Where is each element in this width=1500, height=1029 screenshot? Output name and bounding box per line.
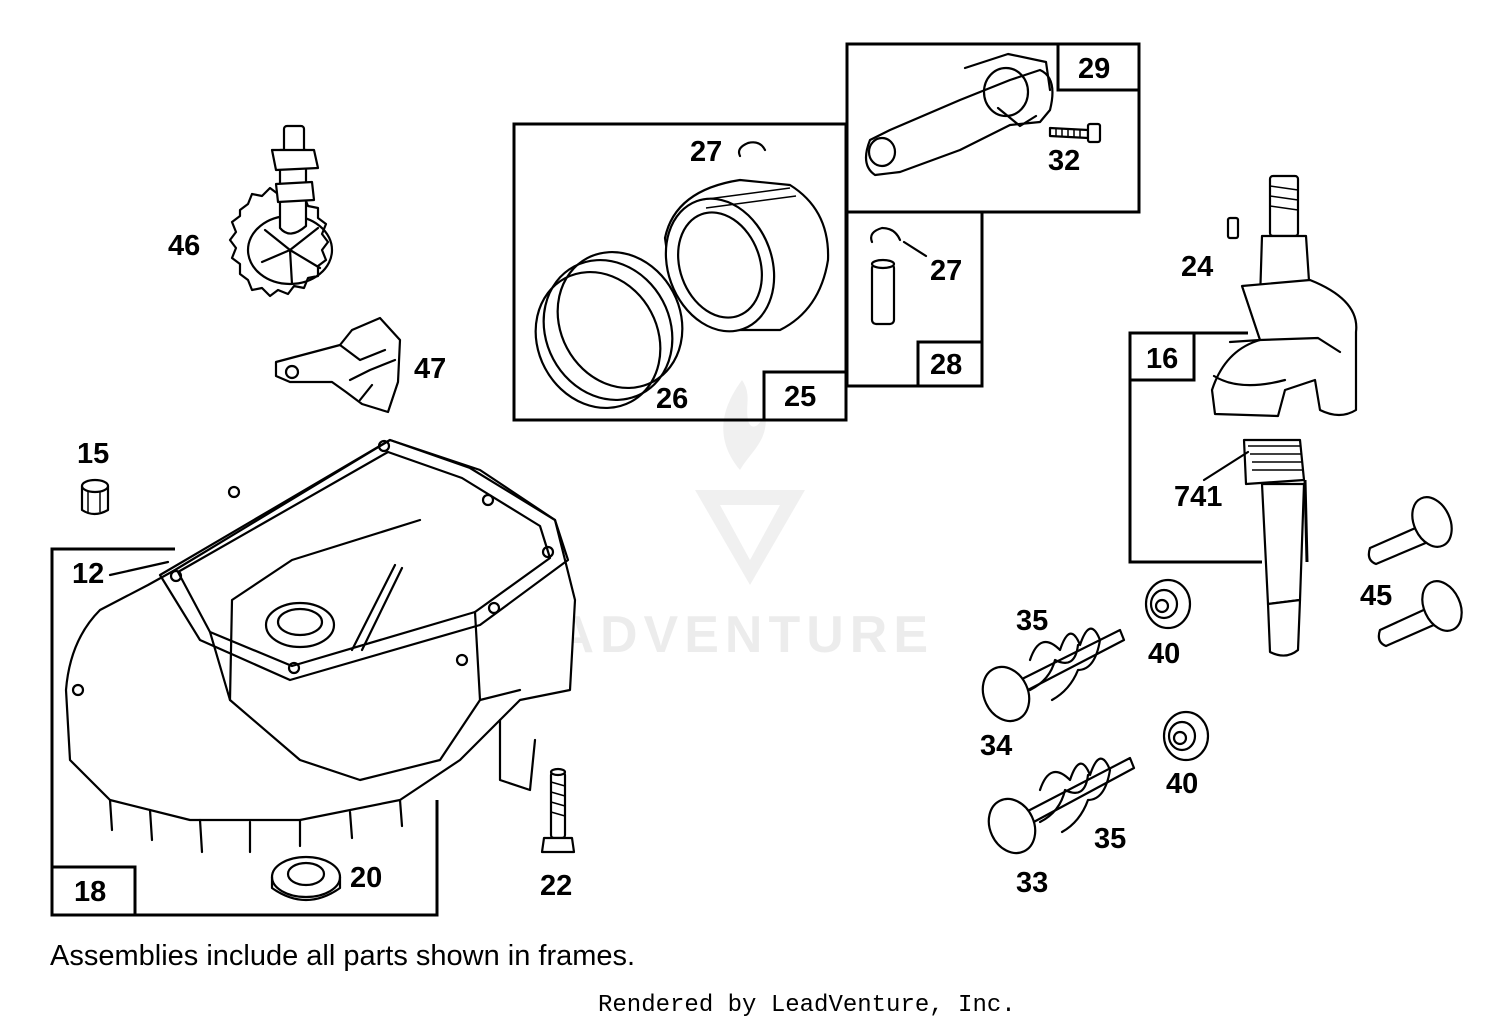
crankshaft-part	[1210, 174, 1358, 657]
frame-29	[845, 42, 1141, 214]
callout-12: 12	[72, 558, 104, 590]
callout-27: 27	[690, 136, 722, 168]
rod-bolt-part	[1048, 122, 1102, 144]
callout-741: 741	[1174, 481, 1222, 513]
valve-retainer-part	[1162, 710, 1210, 762]
frame-25-tag	[762, 370, 848, 422]
callout-33: 33	[1016, 867, 1048, 899]
oil-seal-part	[270, 855, 342, 901]
valve-lifter-part	[1367, 496, 1463, 648]
leader-line	[1202, 450, 1250, 482]
piston-rings-part	[534, 250, 684, 410]
valve-retainer-part	[1144, 578, 1192, 630]
callout-35: 35	[1094, 823, 1126, 855]
callout-34: 34	[980, 730, 1012, 762]
bolt-part	[540, 767, 576, 854]
callout-24: 24	[1181, 251, 1213, 283]
drain-plug-part	[80, 478, 110, 516]
piston-part	[663, 178, 830, 333]
callout-32: 32	[1048, 145, 1080, 177]
crank-key-part	[1226, 216, 1240, 240]
callout-29: 29	[1078, 53, 1110, 85]
callout-18: 18	[74, 876, 106, 908]
callout-25: 25	[784, 381, 816, 413]
callout-45: 45	[1360, 580, 1392, 612]
callout-15: 15	[77, 438, 109, 470]
assembly-note: Assemblies include all parts shown in fr…	[50, 940, 636, 972]
callout-16: 16	[1146, 343, 1178, 375]
callout-26: 26	[656, 383, 688, 415]
callout-22: 22	[540, 870, 572, 902]
render-credit: Rendered by LeadVenture, Inc.	[598, 992, 1016, 1019]
sump-part	[64, 438, 577, 854]
cam-gear-part	[228, 124, 334, 298]
clip-part	[870, 226, 902, 244]
governor-part	[274, 316, 402, 414]
callout-46: 46	[168, 230, 200, 262]
callout-28: 28	[930, 349, 962, 381]
callout-20: 20	[350, 862, 382, 894]
watermark-logo	[695, 380, 805, 585]
piston-pin-part	[870, 258, 896, 326]
frame-16-tag	[1128, 331, 1196, 382]
frame-29-tag	[1056, 42, 1141, 92]
callout-47: 47	[414, 353, 446, 385]
frame-28	[845, 210, 984, 388]
callout-40: 40	[1148, 638, 1180, 670]
callout-40: 40	[1166, 768, 1198, 800]
leader-line	[108, 560, 170, 577]
callout-27: 27	[930, 255, 962, 287]
clip-part	[737, 141, 767, 158]
connecting-rod-part	[864, 52, 1054, 177]
exhaust-valve-part	[987, 756, 1136, 855]
frame-28-tag	[916, 340, 984, 388]
intake-valve-part	[981, 627, 1126, 723]
leader-line	[902, 240, 928, 258]
frame-18-tag	[50, 865, 137, 917]
frame-16-right	[1303, 479, 1309, 563]
callout-35: 35	[1016, 605, 1048, 637]
